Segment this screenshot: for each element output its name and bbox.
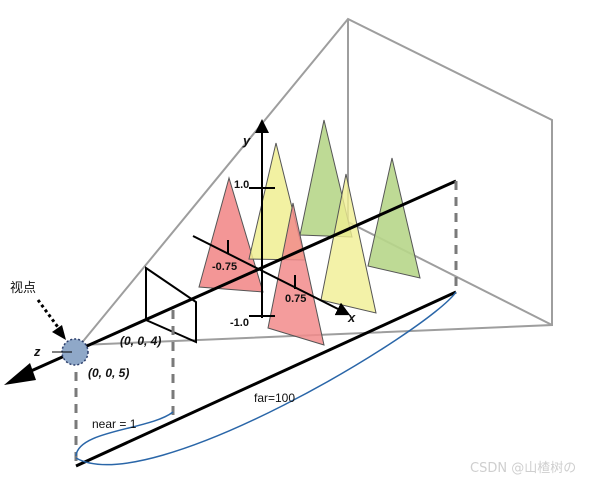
triangle-red-back — [198, 176, 264, 293]
dashed-guides — [74, 181, 458, 466]
z-axis-label: z — [33, 344, 41, 359]
y-tick-pos-label: 1.0 — [234, 179, 249, 191]
triangle-green-front — [367, 157, 421, 279]
arrow-head-icon — [4, 363, 36, 385]
y-tick-neg-label: -1.0 — [230, 317, 249, 329]
viewpoint-pointer — [36, 299, 66, 340]
y-axis-label: y — [242, 133, 251, 148]
axes — [192, 119, 351, 318]
x-axis-label: x — [347, 310, 356, 325]
near-point-label: (0, 0, 4) — [120, 334, 161, 348]
range-curves — [75, 291, 457, 466]
x-tick-pos-label: 0.75 — [285, 293, 306, 305]
eye-point-label: (0, 0, 5) — [88, 366, 129, 380]
viewpoint-label: 视点 — [10, 281, 36, 296]
triangle-red-front — [267, 202, 325, 346]
watermark: CSDN @山楂树の — [470, 461, 576, 476]
triangles — [198, 119, 421, 346]
near-plane — [145, 266, 197, 344]
x-axis-line — [192, 235, 351, 316]
x-tick-neg-label: -0.75 — [212, 261, 237, 273]
near-label: near = 1 — [92, 417, 137, 431]
z-axis-line — [21, 179, 457, 377]
bottom-baseline — [75, 290, 457, 468]
far-label: far=100 — [254, 391, 295, 405]
